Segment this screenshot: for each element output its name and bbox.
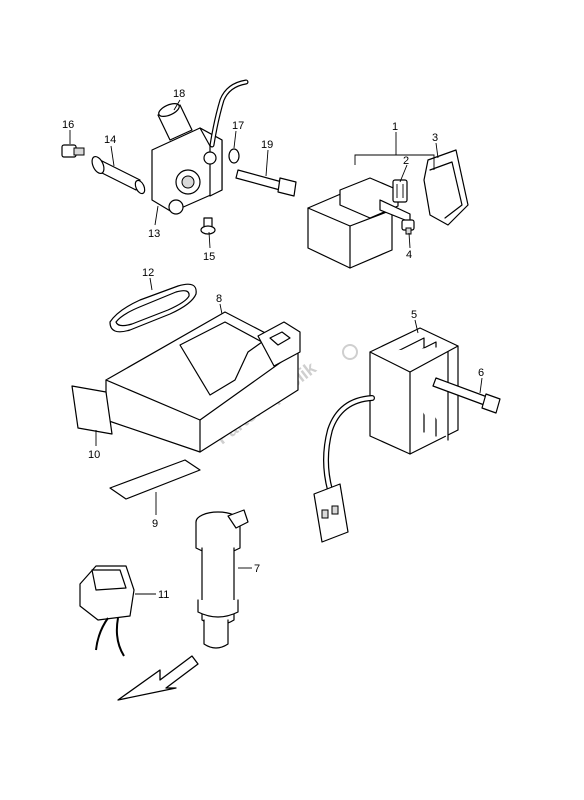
regulator-5 bbox=[313, 327, 459, 543]
front-arrow-icon bbox=[117, 655, 199, 701]
callout-10: 10 bbox=[88, 449, 100, 461]
grommet bbox=[168, 199, 184, 215]
bolt-16 bbox=[61, 144, 85, 158]
callout-18: 18 bbox=[173, 88, 185, 100]
callout-labels: 1 2 3 4 5 6 7 8 9 10 11 12 13 14 15 16 1… bbox=[62, 88, 484, 601]
bolt-14 bbox=[91, 155, 146, 195]
spacer-18 bbox=[157, 103, 193, 141]
callout-6: 6 bbox=[478, 367, 484, 379]
leader-lines bbox=[69, 99, 483, 595]
regulator-connector bbox=[313, 483, 349, 543]
callout-2: 2 bbox=[403, 155, 409, 167]
ignition-coil-7 bbox=[195, 509, 249, 649]
ecu-connector-pin bbox=[269, 331, 291, 346]
callout-12: 12 bbox=[142, 267, 154, 279]
band-12 bbox=[109, 283, 197, 333]
cable-inner bbox=[210, 80, 248, 147]
bolt-19 bbox=[235, 169, 297, 197]
screw-15 bbox=[200, 217, 216, 235]
relay-assembly bbox=[307, 149, 469, 269]
relay-11 bbox=[79, 565, 135, 657]
callout-14: 14 bbox=[104, 134, 116, 146]
callout-8: 8 bbox=[216, 293, 222, 305]
callout-5: 5 bbox=[411, 309, 417, 321]
callout-16: 16 bbox=[62, 119, 74, 131]
sensor-hole bbox=[181, 175, 195, 189]
callout-4: 4 bbox=[406, 249, 412, 261]
callout-3: 3 bbox=[432, 132, 438, 144]
sensor-bracket-assembly bbox=[61, 79, 297, 235]
cover-3 bbox=[423, 149, 469, 226]
callout-9: 9 bbox=[152, 518, 158, 530]
strip-9 bbox=[109, 459, 201, 500]
regulator-wire bbox=[323, 395, 375, 493]
callout-13: 13 bbox=[148, 228, 160, 240]
callout-7: 7 bbox=[254, 563, 260, 575]
callout-1: 1 bbox=[392, 121, 398, 133]
fuse-2 bbox=[392, 179, 408, 203]
pad-10 bbox=[71, 385, 113, 435]
callout-15: 15 bbox=[203, 251, 215, 263]
washer bbox=[228, 148, 240, 164]
callout-19: 19 bbox=[261, 139, 273, 151]
bolt-6 bbox=[432, 377, 501, 414]
callout-17: 17 bbox=[232, 120, 244, 132]
ecu-8 bbox=[105, 311, 301, 453]
watermark-logo bbox=[342, 344, 358, 360]
callout-11: 11 bbox=[158, 589, 169, 601]
bracket-boss bbox=[203, 151, 217, 165]
screw-4 bbox=[401, 219, 415, 235]
ecu-lid bbox=[179, 321, 263, 396]
